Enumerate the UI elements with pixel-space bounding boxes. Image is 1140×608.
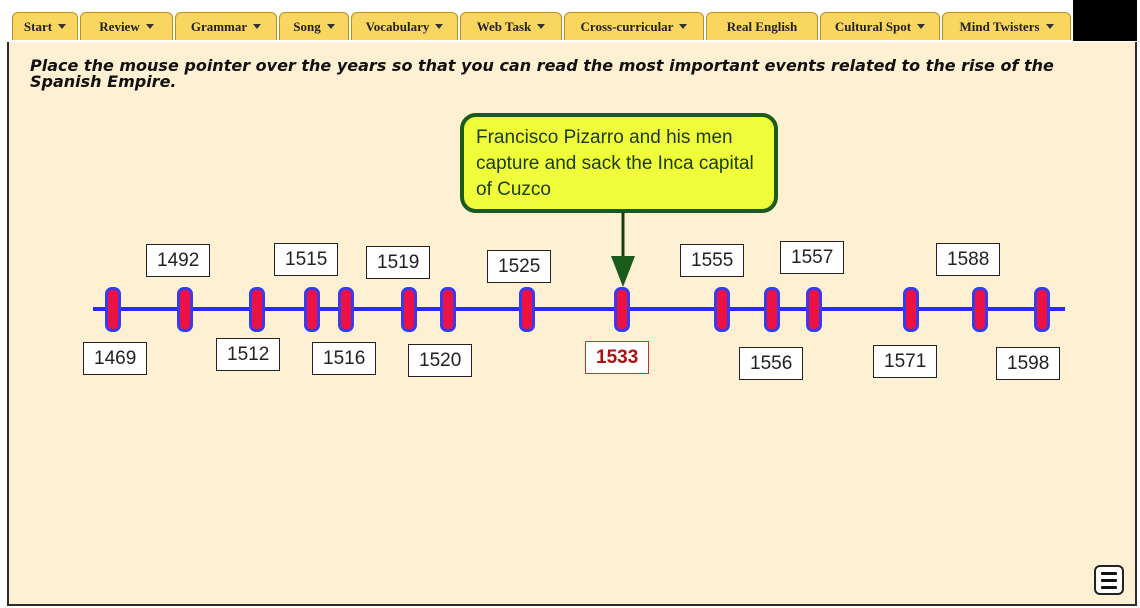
event-callout: Francisco Pizarro and his men capture an… xyxy=(460,113,778,213)
year-label-1525[interactable]: 1525 xyxy=(487,250,552,283)
year-marker-1598[interactable] xyxy=(1034,287,1050,332)
year-marker-1520[interactable] xyxy=(440,287,456,332)
year-marker-1557[interactable] xyxy=(806,287,822,332)
caret-down-icon xyxy=(253,24,262,29)
year-marker-1469[interactable] xyxy=(105,287,121,332)
tab-web-task[interactable]: Web Task xyxy=(460,12,562,40)
tab-cross-curricular[interactable]: Cross-curricular xyxy=(564,12,704,40)
timeline-line xyxy=(93,307,1065,311)
caret-down-icon xyxy=(917,24,926,29)
year-label-1571[interactable]: 1571 xyxy=(873,345,938,378)
tab-label: Web Task xyxy=(476,18,532,34)
tab-label: Cultural Spot xyxy=(834,18,912,34)
year-label-1520[interactable]: 1520 xyxy=(408,344,473,377)
tab-grammar[interactable]: Grammar xyxy=(175,12,277,40)
year-marker-1515[interactable] xyxy=(304,287,320,332)
year-label-1492[interactable]: 1492 xyxy=(146,244,211,277)
year-marker-1519[interactable] xyxy=(401,287,417,332)
tab-review[interactable]: Review xyxy=(80,12,173,40)
year-marker-1512[interactable] xyxy=(249,287,265,332)
tab-label: Start xyxy=(23,18,53,34)
caret-down-icon xyxy=(435,24,444,29)
year-marker-1533[interactable] xyxy=(614,287,630,332)
tab-label: Mind Twisters xyxy=(959,18,1040,34)
year-label-1533-active[interactable]: 1533 xyxy=(585,341,650,374)
tab-label: Vocabulary xyxy=(365,18,430,34)
caret-down-icon xyxy=(145,24,154,29)
year-label-1515[interactable]: 1515 xyxy=(274,243,339,276)
hamburger-menu-icon[interactable] xyxy=(1094,565,1124,595)
year-label-1469[interactable]: 1469 xyxy=(83,342,148,375)
year-label-1556[interactable]: 1556 xyxy=(739,347,804,380)
tab-label: Song xyxy=(293,18,321,34)
caret-down-icon xyxy=(537,24,546,29)
tab-label: Cross-curricular xyxy=(580,18,674,34)
caret-down-icon xyxy=(1045,24,1054,29)
menu-bar-line xyxy=(1101,585,1117,589)
tab-vocabulary[interactable]: Vocabulary xyxy=(351,12,458,40)
tab-label: Real English xyxy=(726,18,798,34)
year-label-1516[interactable]: 1516 xyxy=(312,342,377,375)
year-label-1588[interactable]: 1588 xyxy=(936,243,1001,276)
menu-bar: Start Review Grammar Song Vocabulary Web… xyxy=(7,0,1137,42)
year-label-1598[interactable]: 1598 xyxy=(996,347,1061,380)
year-marker-1525[interactable] xyxy=(519,287,535,332)
tab-real-english[interactable]: Real English xyxy=(706,12,818,40)
caret-down-icon xyxy=(326,24,335,29)
caret-down-icon xyxy=(58,24,67,29)
instructions-text: Place the mouse pointer over the years s… xyxy=(30,56,1054,91)
tab-song[interactable]: Song xyxy=(279,12,349,40)
tab-mind-twisters[interactable]: Mind Twisters xyxy=(942,12,1071,40)
tab-label: Review xyxy=(99,18,140,34)
callout-arrow xyxy=(611,212,635,287)
menu-bar-line xyxy=(1101,578,1117,582)
year-marker-1556[interactable] xyxy=(764,287,780,332)
tab-label: Grammar xyxy=(190,18,248,34)
year-marker-1588[interactable] xyxy=(972,287,988,332)
year-marker-1492[interactable] xyxy=(177,287,193,332)
year-label-1557[interactable]: 1557 xyxy=(780,241,845,274)
menu-bar-line xyxy=(1101,571,1117,575)
year-label-1555[interactable]: 1555 xyxy=(680,244,745,277)
tab-start[interactable]: Start xyxy=(12,12,78,40)
tab-cultural-spot[interactable]: Cultural Spot xyxy=(820,12,940,40)
menu-bar-dark-end xyxy=(1073,0,1137,41)
year-marker-1555[interactable] xyxy=(714,287,730,332)
content-frame xyxy=(7,0,1137,606)
year-label-1512[interactable]: 1512 xyxy=(216,338,281,371)
event-callout-text: Francisco Pizarro and his men capture an… xyxy=(476,127,754,200)
year-marker-1571[interactable] xyxy=(903,287,919,332)
caret-down-icon xyxy=(679,24,688,29)
year-marker-1516[interactable] xyxy=(338,287,354,332)
year-label-1519[interactable]: 1519 xyxy=(366,246,431,279)
